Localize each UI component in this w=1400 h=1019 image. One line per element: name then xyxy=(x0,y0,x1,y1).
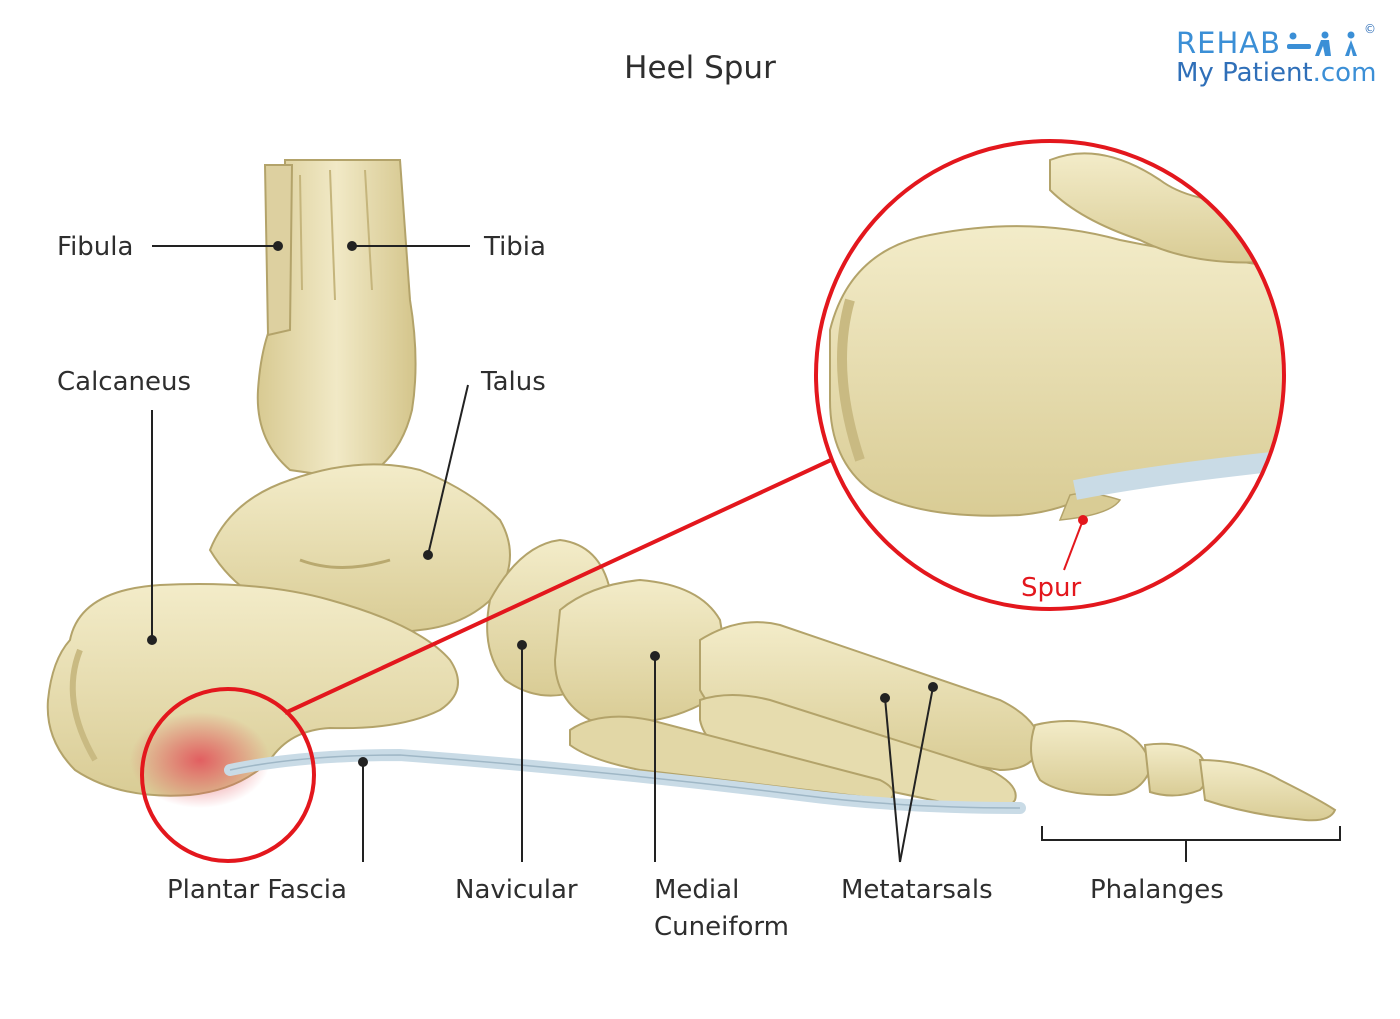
label-calcaneus: Calcaneus xyxy=(57,367,192,397)
zoom-plantar-fascia xyxy=(1073,450,1284,500)
logo-site-suffix: .com xyxy=(1312,58,1377,88)
label-medial-cuneiform-line1: Medial xyxy=(654,875,740,905)
diagram-title: Heel Spur xyxy=(624,50,776,86)
logo-site-text: My Patient.com xyxy=(1176,58,1376,88)
label-spur: Spur xyxy=(1021,573,1082,603)
label-navicular: Navicular xyxy=(455,875,578,905)
leader-lines xyxy=(147,241,1341,863)
label-fibula: Fibula xyxy=(57,232,134,262)
zoom-inset xyxy=(816,141,1284,609)
label-tibia: Tibia xyxy=(484,232,546,262)
spur-leader xyxy=(1063,519,1084,571)
rehab-logo[interactable]: REHAB My Patient.com xyxy=(1176,28,1376,88)
exercise-figures-icon xyxy=(1287,31,1357,56)
heel-highlight-circle xyxy=(140,687,316,863)
label-plantar-fascia: Plantar Fascia xyxy=(167,875,347,905)
metatarsal-leader-1 xyxy=(884,697,901,863)
talus-leader xyxy=(427,384,469,556)
phalanges-bracket xyxy=(1041,826,1341,862)
medial-cuneiform-bone xyxy=(553,578,724,724)
inflammation-area xyxy=(130,712,270,808)
label-medial-cuneiform-line2: Cuneiform xyxy=(654,912,789,942)
copyright-mark: © xyxy=(1364,22,1376,36)
phalanx-bones xyxy=(1030,720,1337,822)
label-talus: Talus xyxy=(481,367,546,397)
logo-site-main: My Patient xyxy=(1176,58,1313,88)
metatarsal-leader-2 xyxy=(899,686,934,863)
label-metatarsals: Metatarsals xyxy=(841,875,993,905)
metatarsal-bones xyxy=(569,621,1042,813)
logo-rehab-text: REHAB xyxy=(1176,26,1282,60)
label-phalanges: Phalanges xyxy=(1090,875,1224,905)
zoom-circle xyxy=(814,139,1286,611)
zoom-connector-line xyxy=(284,458,832,715)
